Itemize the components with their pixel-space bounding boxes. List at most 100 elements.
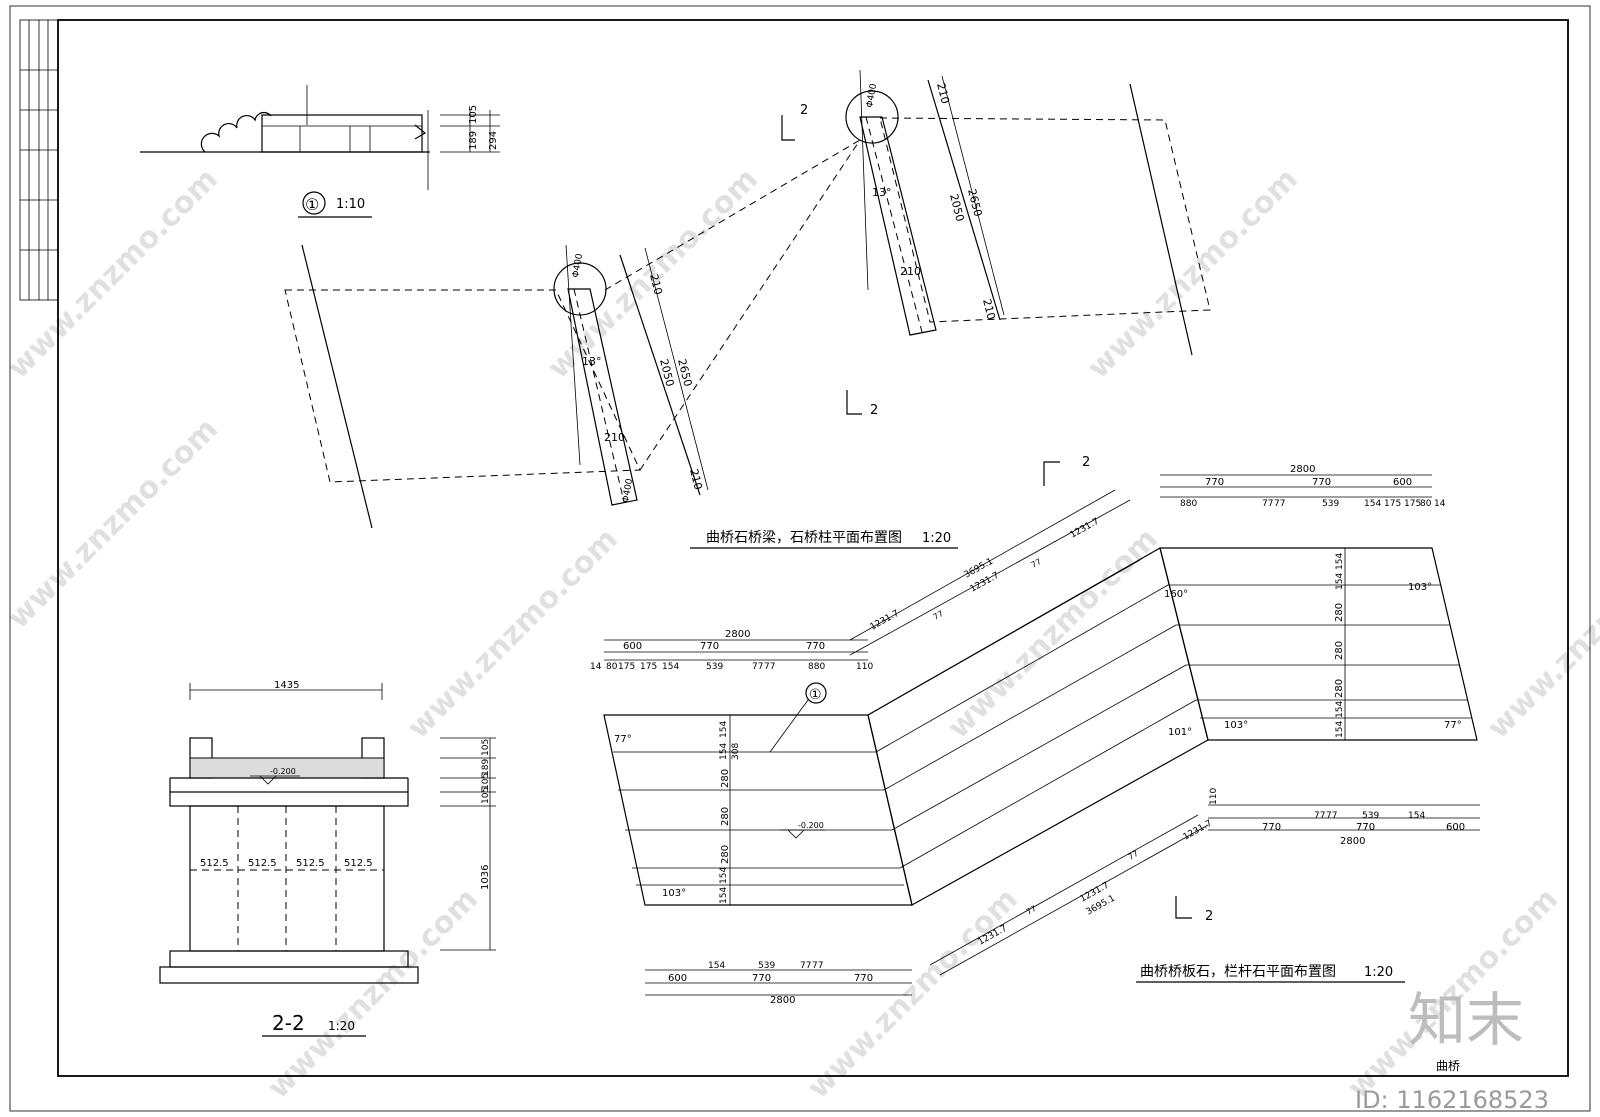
- beam-cap: [169, 791, 409, 807]
- tr-600: 600: [1393, 477, 1412, 488]
- tr-175b: 175: [1404, 499, 1421, 509]
- sd-105a: 105: [481, 739, 491, 756]
- angle-1: 77°: [614, 734, 632, 745]
- slab-callout: [805, 682, 827, 704]
- section-mark-2: 2: [870, 403, 878, 418]
- br-539: 539: [1362, 811, 1379, 821]
- title-strip: [19, 19, 59, 301]
- lv-154d: 154: [719, 887, 729, 904]
- detail-1: 189 105 294 ① 1:10: [140, 85, 500, 218]
- watermark-3: www.znzmo.com: [1081, 162, 1305, 386]
- section-mark-1: 2: [800, 103, 808, 118]
- section-2-2: 1435 512.5 512.5 512.5 512.5 -0.200 105 …: [159, 680, 496, 1037]
- db-1231c: 1231.7: [1182, 819, 1214, 843]
- slab-middle: [867, 547, 1209, 906]
- db-77b: 77: [1127, 849, 1140, 862]
- cell-3: 512.5: [296, 858, 325, 869]
- watermark-6: www.znzmo.com: [941, 522, 1165, 746]
- detail-callout-circle: [302, 191, 326, 215]
- left-angle: 13°: [582, 355, 602, 368]
- id-label: ID: 1162168523: [1355, 1086, 1549, 1114]
- tr-80: 80: [1420, 499, 1432, 509]
- rv-280a: 280: [1334, 603, 1345, 622]
- br-600: 600: [1446, 822, 1465, 833]
- tr-154: 154: [1364, 499, 1381, 509]
- tl-154: 154: [662, 662, 679, 672]
- tr-77b: 77: [1274, 499, 1285, 509]
- lv-280c: 280: [720, 845, 731, 864]
- lv-154a: 154: [719, 721, 729, 738]
- watermark-8: www.znzmo.com: [261, 882, 485, 1106]
- left-dim-2650: 2650: [675, 358, 694, 388]
- outer-border: [9, 5, 1591, 1112]
- left-dim-210-bottom: 210: [687, 468, 705, 492]
- slab-plan-title: 曲桥桥板石，栏杆石平面布置图: [1140, 964, 1336, 980]
- right-col-label: Φ400: [865, 83, 879, 109]
- section-level: -0.200: [270, 767, 296, 776]
- lv-280a: 280: [720, 769, 731, 788]
- right-dim-210-bottom: 210: [980, 298, 998, 322]
- tl-770a: 770: [700, 641, 719, 652]
- bl-77b: 77: [812, 961, 823, 971]
- tl-880: 880: [808, 662, 825, 672]
- bl-154: 154: [708, 961, 725, 971]
- tr-880: 880: [1180, 499, 1197, 509]
- right-angle: 13°: [872, 186, 892, 199]
- left-col-label: Φ400: [571, 253, 585, 279]
- plan-outline-right: [879, 117, 1211, 323]
- angle-4: 103°: [1408, 582, 1432, 593]
- cell-2: 512.5: [248, 858, 277, 869]
- section-mark-4: 2: [1205, 909, 1213, 924]
- lv-280b: 280: [720, 807, 731, 826]
- detail-dim-105: 105: [468, 105, 479, 124]
- sd-1036: 1036: [480, 865, 491, 890]
- tl-14: 14: [590, 662, 602, 672]
- watermark-5: www.znzmo.com: [401, 522, 625, 746]
- beam-plan-scale: 1:20: [922, 531, 951, 546]
- column-right: [845, 90, 899, 144]
- bl-600: 600: [668, 973, 687, 984]
- rv-280c: 280: [1334, 679, 1345, 698]
- bl-77a: 77: [800, 961, 811, 971]
- tr-77a: 77: [1262, 499, 1273, 509]
- left-dim-210-width: 210: [604, 431, 625, 444]
- tl-539: 539: [706, 662, 723, 672]
- beam-right: [859, 116, 937, 336]
- br-77b: 77: [1326, 811, 1337, 821]
- tl-175b: 175: [640, 662, 657, 672]
- rv-280b: 280: [1334, 641, 1345, 660]
- watermark-4: www.znzmo.com: [1, 412, 225, 636]
- br-110: 110: [1209, 788, 1219, 805]
- angle-5: 101°: [1168, 727, 1192, 738]
- tr-770a: 770: [1205, 477, 1224, 488]
- drawing-name: 曲桥: [1436, 1059, 1460, 1073]
- db-77a: 77: [1025, 904, 1038, 917]
- znzmo-logo: 知末: [1408, 986, 1524, 1054]
- beam-plan-title: 曲桥石桥梁，石桥柱平面布置图: [706, 530, 902, 546]
- bl-770a: 770: [752, 973, 771, 984]
- tl-175a: 175: [618, 662, 635, 672]
- beam-left: [567, 288, 638, 506]
- br-77a: 77: [1314, 811, 1325, 821]
- slab-left: [603, 714, 913, 906]
- right-dim-210-width: 210: [900, 265, 921, 278]
- slab-plan: 154 154 308 280 280 280 154 154 154 154 …: [590, 455, 1480, 1006]
- slab-level: -0.200: [798, 821, 824, 830]
- tl-110: 110: [856, 662, 873, 672]
- tl-total: 2800: [725, 629, 750, 640]
- section-width: 1435: [274, 680, 299, 691]
- rv-154b: 154: [1335, 573, 1345, 590]
- left-col-label-bottom: Φ400: [621, 478, 635, 504]
- inner-border: [57, 19, 1569, 1077]
- pier-footing: [169, 950, 409, 968]
- angle-3: 160°: [1164, 589, 1188, 600]
- detail-1-scale: 1:10: [336, 197, 365, 212]
- sd-105c: 105: [481, 787, 491, 804]
- bl-total: 2800: [770, 995, 795, 1006]
- rv-154a: 154: [1335, 553, 1345, 570]
- slab-right: [1159, 547, 1478, 741]
- tl-770b: 770: [806, 641, 825, 652]
- tl-80: 80: [606, 662, 618, 672]
- detail-dim-189: 189: [468, 131, 479, 150]
